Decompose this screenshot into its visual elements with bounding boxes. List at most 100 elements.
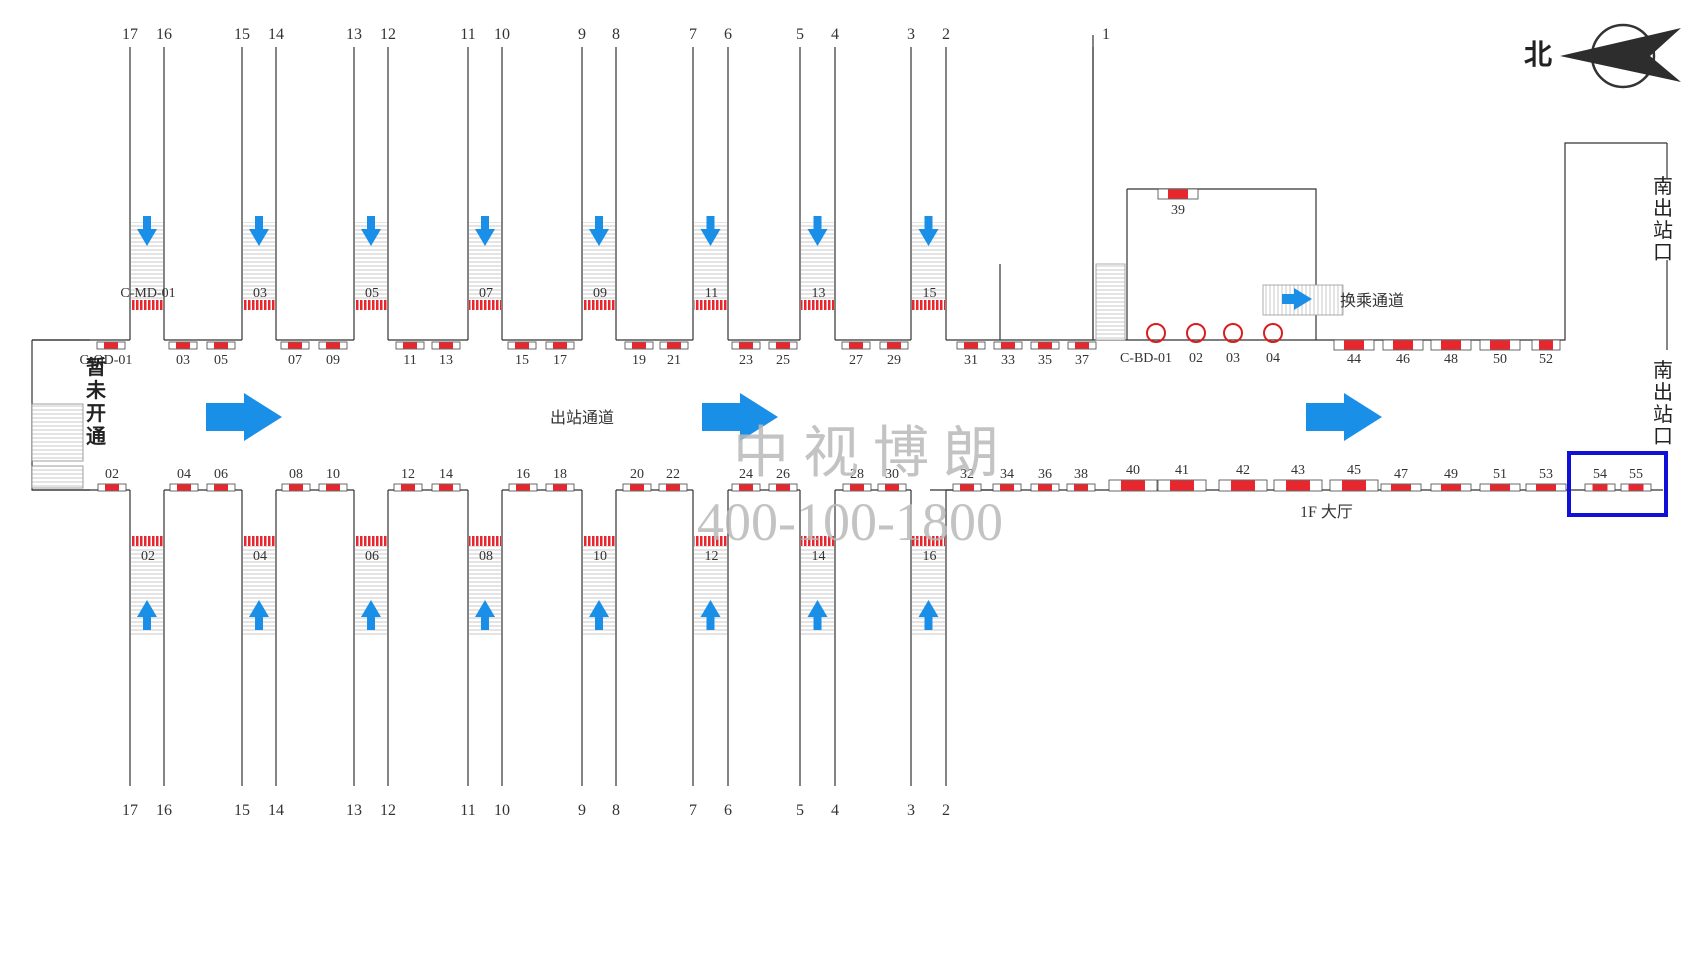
adspot-bottom xyxy=(401,484,415,491)
adspot-bottom xyxy=(1121,480,1145,491)
adspot-bottom xyxy=(1592,484,1608,491)
bd-circle xyxy=(1223,323,1243,343)
adspot-label-bottom: 51 xyxy=(1493,467,1507,482)
adspot-bottom xyxy=(1441,484,1461,491)
adspot-top xyxy=(849,342,863,349)
adspot-bottom xyxy=(739,484,753,491)
adspot-label-top: 25 xyxy=(776,353,790,368)
up-arrow-icon xyxy=(700,600,721,630)
adspot-label-bottom: 43 xyxy=(1291,463,1305,478)
down-arrow-icon xyxy=(249,216,269,246)
adspot-label-top: 33 xyxy=(1001,353,1015,368)
stair-adspot-top xyxy=(801,300,834,310)
transfer-arrow-icon xyxy=(1282,288,1312,310)
arrows xyxy=(137,216,1382,630)
corridor-outline xyxy=(31,35,1668,491)
adspots xyxy=(96,188,1652,492)
stair-code-bottom: 16 xyxy=(923,549,937,564)
adspot-bottom xyxy=(885,484,899,491)
stair-code-bottom: 02 xyxy=(141,549,155,564)
north-arrow-icon xyxy=(1560,28,1681,82)
platform-number-bottom: 11 xyxy=(460,802,475,819)
adspot-top xyxy=(739,342,753,349)
adspot-bottom xyxy=(214,484,228,491)
adspot-top xyxy=(104,342,118,349)
adspot-label-bottom: 42 xyxy=(1236,463,1250,478)
adspot-label-top: 11 xyxy=(403,353,416,368)
adspot-label-hall-top: 44 xyxy=(1347,352,1361,367)
adspot-top xyxy=(776,342,790,349)
transfer-corridor-label: 换乘通道 xyxy=(1340,292,1404,310)
stair-code-bottom: 04 xyxy=(253,549,267,564)
adspot-label-bottom: 08 xyxy=(289,467,303,482)
adspot-bottom xyxy=(1391,484,1411,491)
platform-number-bottom: 13 xyxy=(346,802,362,819)
adspot-label-bottom: 40 xyxy=(1126,463,1140,478)
platform-number-bottom: 10 xyxy=(494,802,510,819)
exit-corridor-label: 出站通道 xyxy=(550,409,614,427)
stair-adspot-top xyxy=(912,300,945,310)
stair-adspot-top xyxy=(355,300,387,310)
platform-number-bottom: 14 xyxy=(268,802,284,819)
platform-number-bottom: 16 xyxy=(156,802,172,819)
stair-adspot-top xyxy=(243,300,275,310)
adspot-label-top: 27 xyxy=(849,353,863,368)
adspot-label-bottom: 36 xyxy=(1038,467,1052,482)
adspot-label-bottom: 55 xyxy=(1629,467,1643,482)
adspot-label-bottom: 20 xyxy=(630,467,644,482)
adspot-bottom xyxy=(1536,484,1556,491)
platform-number-bottom: 7 xyxy=(689,802,697,819)
adspot-top xyxy=(515,342,529,349)
stair-code-top: 11 xyxy=(705,286,718,301)
platform-number-top: 14 xyxy=(268,26,284,43)
adspot-bottom xyxy=(1286,480,1310,491)
adspot-hall-top xyxy=(1393,340,1413,350)
stair-adspot-top xyxy=(469,300,501,310)
adspot-label-bottom: 18 xyxy=(553,467,567,482)
platform-number-bottom: 9 xyxy=(578,802,586,819)
adspot-top xyxy=(326,342,340,349)
stair-adspot-bottom xyxy=(801,536,834,546)
platform-number-bottom: 5 xyxy=(796,802,804,819)
stair-code-top: 07 xyxy=(479,286,493,301)
adspot-label-bottom: 14 xyxy=(439,467,453,482)
adspot-bottom xyxy=(1490,484,1510,491)
adspot-bottom xyxy=(177,484,191,491)
adspot-top xyxy=(887,342,901,349)
south-exit-label-1: 南 出 站 口 xyxy=(1653,175,1678,264)
adspot-top xyxy=(1075,342,1089,349)
adspot-top xyxy=(1038,342,1052,349)
north-label: 北 xyxy=(1524,39,1552,71)
stair-adspot-bottom xyxy=(583,536,615,546)
stair-code-top: 15 xyxy=(923,286,937,301)
up-arrow-icon xyxy=(807,600,828,630)
adspot-label-top: 37 xyxy=(1075,353,1089,368)
platform-number-top: 8 xyxy=(612,26,620,43)
down-arrow-icon xyxy=(589,216,609,246)
adspot-label-top: 17 xyxy=(553,353,567,368)
down-arrow-icon xyxy=(475,216,495,246)
bd-circle xyxy=(1186,323,1206,343)
platform-number-bottom: 12 xyxy=(380,802,396,819)
adspot-label-bottom: 49 xyxy=(1444,467,1458,482)
platform-number-top: 5 xyxy=(796,26,804,43)
room-label: 39 xyxy=(1171,203,1185,218)
stair-adspot-bottom xyxy=(694,536,727,546)
adspot-label-bottom: 04 xyxy=(177,467,191,482)
up-arrow-icon xyxy=(249,600,269,630)
platform-number-top: 9 xyxy=(578,26,586,43)
adspot-label-bottom: 54 xyxy=(1593,467,1607,482)
stair-adspot-bottom xyxy=(469,536,501,546)
down-arrow-icon xyxy=(137,216,157,246)
bd-circle xyxy=(1263,323,1283,343)
adspot-label-bottom: 12 xyxy=(401,467,415,482)
adspot-top xyxy=(439,342,453,349)
adspot-label-bottom: 53 xyxy=(1539,467,1553,482)
adspot-bottom xyxy=(666,484,680,491)
platform-number-top: 12 xyxy=(380,26,396,43)
platform-number-top: 1 xyxy=(1102,26,1110,43)
adspot-bottom xyxy=(553,484,567,491)
platform-number-top: 11 xyxy=(460,26,475,43)
adspot-label-bottom: 45 xyxy=(1347,463,1361,478)
